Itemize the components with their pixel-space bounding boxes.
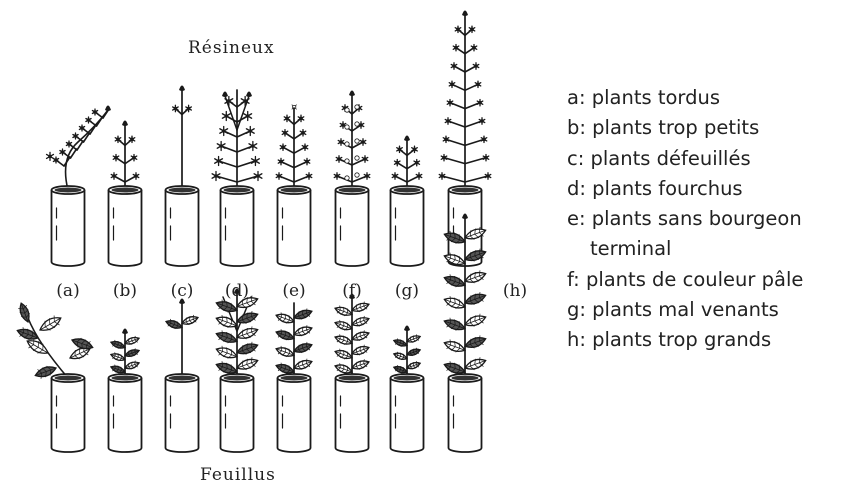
- conifer-seedling: [392, 136, 422, 191]
- plant-column-d: (d): [212, 90, 262, 452]
- conifer-seedling: [47, 106, 111, 191]
- svg-text:¤: ¤: [291, 102, 297, 113]
- legend-item-d: d: plants fourchus: [567, 174, 852, 204]
- legend-item-e: e: plants sans bourgeon: [567, 204, 852, 234]
- conifer-seedling: [212, 90, 262, 190]
- plant-column-g: (g): [391, 136, 424, 453]
- conifer-container: [221, 186, 254, 266]
- conifer-seedling: [334, 91, 370, 191]
- broadleaf-seedling: [275, 303, 314, 378]
- broadleaf-container: [166, 374, 199, 452]
- plant-column-f: (f): [334, 91, 371, 453]
- legend-item-c: c: plants défeuillés: [567, 144, 852, 174]
- broadleaves-heading: Feuillus: [200, 465, 276, 485]
- plant-column-c: (c): [165, 86, 200, 453]
- conifer-seedling: [439, 11, 491, 191]
- column-label-f: (f): [342, 281, 362, 301]
- plant-column-h: (h): [439, 11, 527, 453]
- plant-column-b: (b): [109, 121, 142, 453]
- column-label-g: (g): [395, 281, 419, 301]
- legend-item-a: a: plants tordus: [567, 83, 852, 113]
- column-label-h: (h): [503, 281, 527, 301]
- broadleaf-container: [336, 374, 369, 452]
- plant-column-e: ¤ (e): [275, 102, 314, 452]
- conifer-seedling: [111, 121, 139, 191]
- broadleaf-seedling: [110, 329, 141, 379]
- broadleaf-seedling: [393, 326, 421, 379]
- broadleaf-seedling: [165, 299, 200, 379]
- broadleaf-container: [391, 374, 424, 452]
- conifer-seedling: ¤: [276, 102, 312, 190]
- conifer-container: [391, 186, 424, 266]
- legend-item-b: b: plants trop petits: [567, 113, 852, 143]
- broadleaf-container: [52, 374, 85, 452]
- plant-column-a: (a): [16, 106, 111, 453]
- column-label-b: (b): [113, 281, 137, 301]
- broadleaf-container: [449, 374, 482, 452]
- legend-item-f: f: plants de couleur pâle: [567, 265, 852, 295]
- seedling-illustration: Résineux Feuillus (a) (b) (c) (d) ¤ (e) (f) (g)…: [0, 0, 540, 487]
- conifer-seedling: [173, 86, 192, 191]
- broadleaf-container: [278, 374, 311, 452]
- column-label-a: (a): [56, 281, 79, 301]
- broadleaf-container: [109, 374, 142, 452]
- column-label-c: (c): [171, 281, 194, 301]
- conifer-container: [109, 186, 142, 266]
- conifer-container: [278, 186, 311, 266]
- legend-item-g: g: plants mal venants: [567, 295, 852, 325]
- legend-item-e-cont: terminal: [567, 234, 852, 264]
- broadleaf-seedling: [16, 302, 95, 381]
- column-label-e: (e): [282, 281, 305, 301]
- conifer-container: [52, 186, 85, 266]
- broadleaf-seedling: [334, 294, 371, 379]
- conifer-container: [336, 186, 369, 266]
- plants-drawing: (a) (b) (c) (d) ¤ (e) (f) (g) (h): [0, 0, 540, 487]
- column-label-d: (d): [225, 281, 249, 301]
- conifers-heading: Résineux: [188, 38, 275, 58]
- broadleaf-container: [221, 374, 254, 452]
- conifer-container: [166, 186, 199, 266]
- broadleaf-seedling: [215, 289, 260, 379]
- legend-item-h: h: plants trop grands: [567, 325, 852, 355]
